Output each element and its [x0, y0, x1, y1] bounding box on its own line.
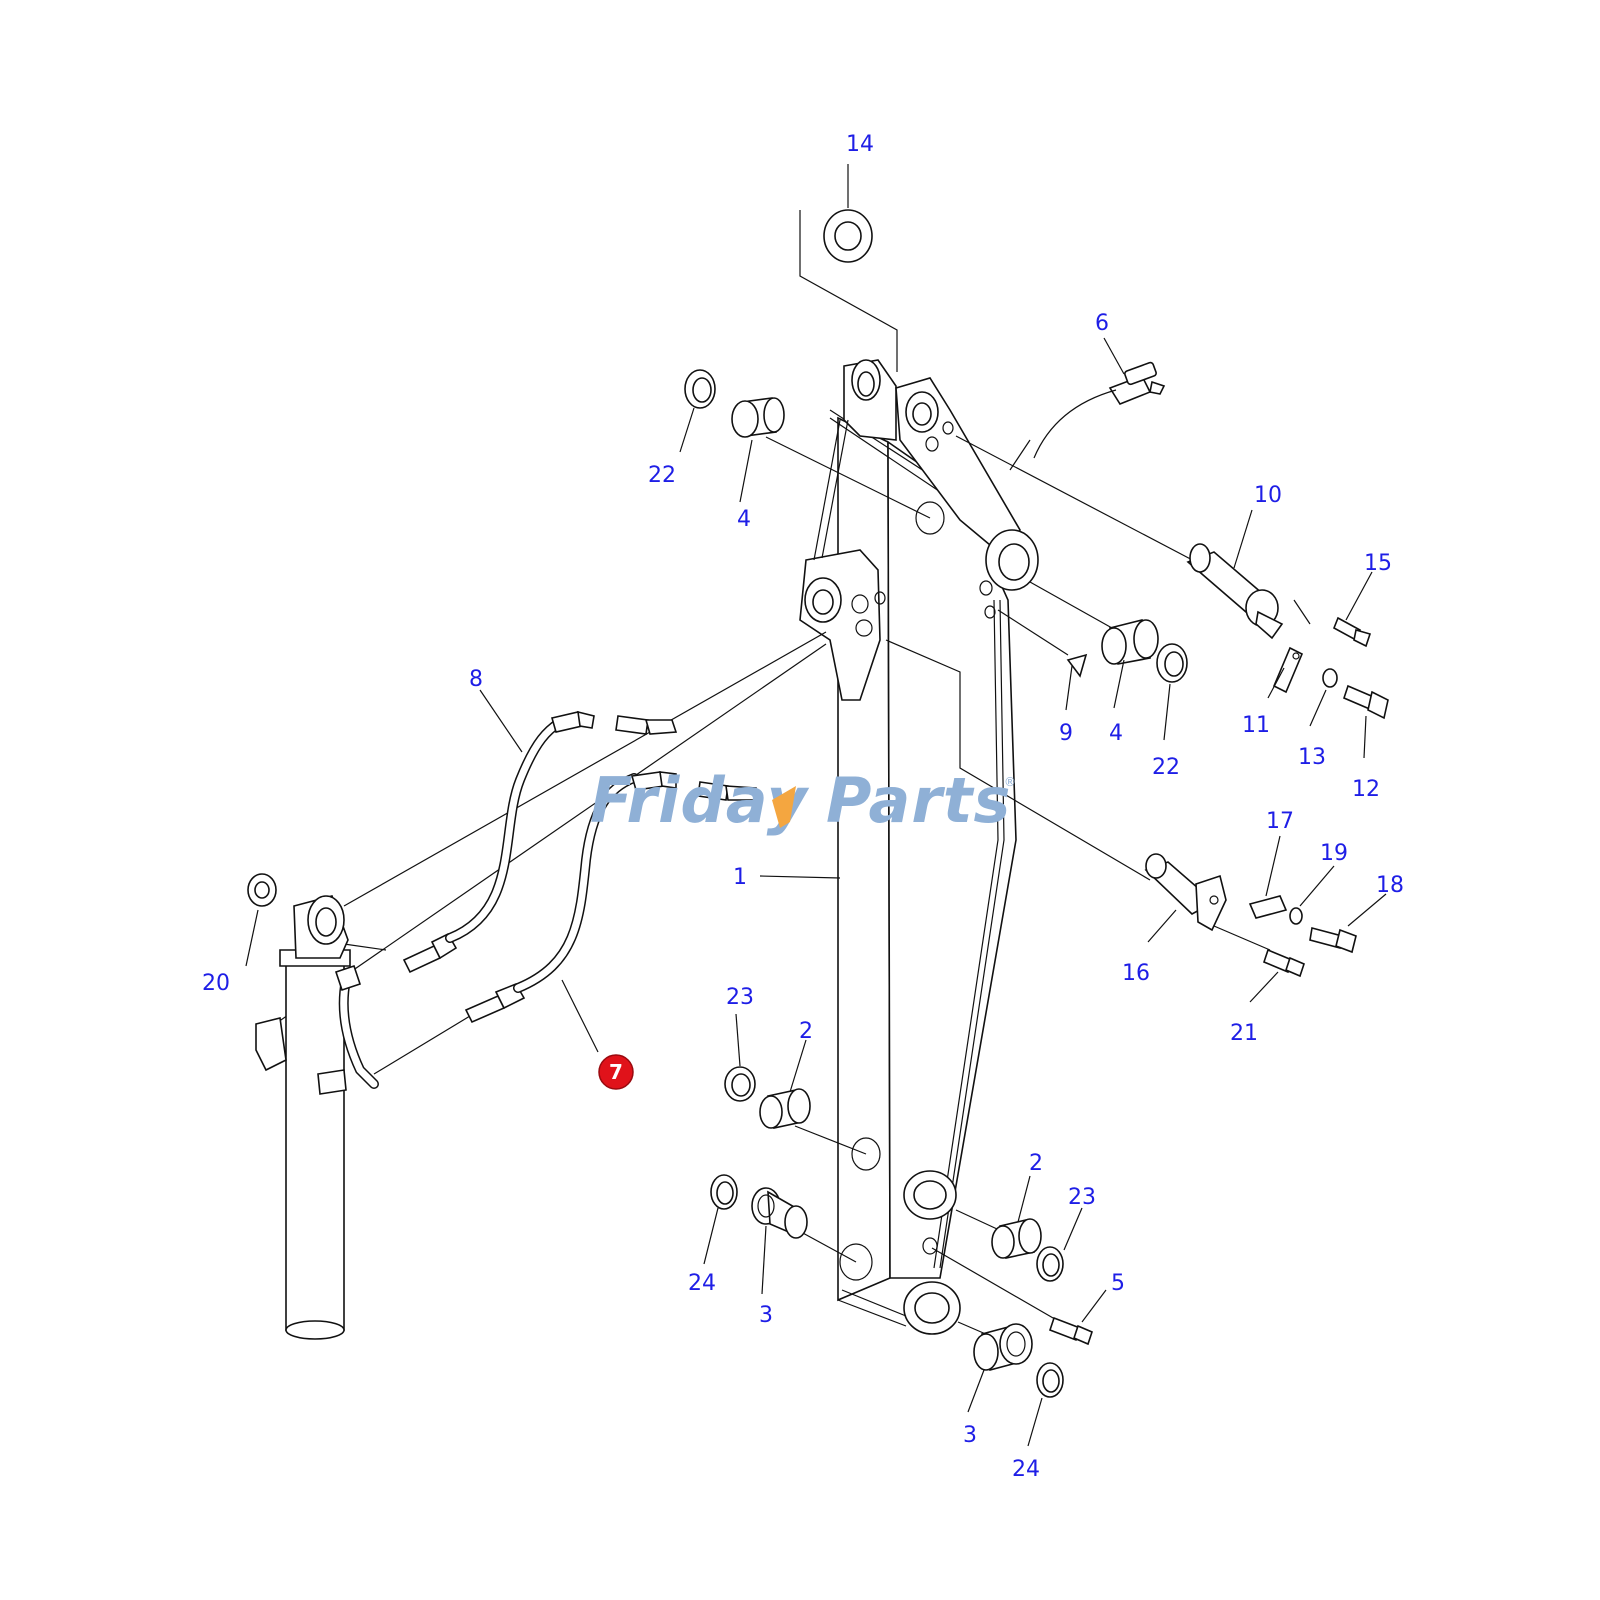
watermark-logo: Friday Parts ®: [590, 764, 1016, 837]
part-pin-10: [1186, 543, 1284, 640]
part-seal-23-right: [1036, 1246, 1064, 1282]
part-bushing-2-left: [759, 1088, 811, 1129]
callout-3-right[interactable]: 3: [963, 1423, 977, 1448]
callout-8[interactable]: 8: [469, 667, 483, 692]
part-grease-9: [1066, 653, 1088, 678]
callout-2-left[interactable]: 2: [799, 1019, 813, 1044]
callout-6[interactable]: 6: [1095, 311, 1109, 336]
part-seal-22-top: [684, 369, 716, 409]
hose-8: [402, 710, 678, 974]
callout-23-right[interactable]: 23: [1068, 1185, 1096, 1210]
part-bushing-2-right: [991, 1218, 1042, 1259]
callout-24-left[interactable]: 24: [688, 1271, 716, 1296]
callout-3-left[interactable]: 3: [759, 1303, 773, 1328]
part-seal-23-left: [724, 1066, 756, 1102]
callout-22-top[interactable]: 22: [648, 463, 676, 488]
callout-12[interactable]: 12: [1352, 777, 1380, 802]
part-seal-22-right: [1156, 643, 1188, 683]
callout-7[interactable]: 7: [609, 1060, 623, 1084]
callout-9[interactable]: 9: [1059, 721, 1073, 746]
part-fitting-6: [1108, 361, 1166, 405]
callouts: 14 6 22 4 10 15 8 9 4 22 11 13 12 1 17 1…: [202, 132, 1404, 1482]
part-bolt-18: [1309, 927, 1357, 954]
watermark-accent-mark: [772, 786, 796, 828]
callout-21[interactable]: 21: [1230, 1021, 1258, 1046]
part-plate-17: [1248, 895, 1288, 919]
highlight-marker: [598, 1054, 634, 1090]
callout-14[interactable]: 14: [846, 132, 874, 157]
part-seal-24-left: [710, 1174, 738, 1210]
callout-13[interactable]: 13: [1298, 745, 1326, 770]
part-washer-19: [1289, 907, 1303, 925]
callout-7-highlight[interactable]: 7: [598, 1054, 634, 1090]
part-shim-14: [823, 209, 873, 263]
callout-16[interactable]: 16: [1122, 961, 1150, 986]
callout-11[interactable]: 11: [1242, 713, 1270, 738]
callout-2-right[interactable]: 2: [1029, 1151, 1043, 1176]
part-plate-11: [1272, 646, 1304, 694]
part-pin-16: [1144, 853, 1227, 932]
part-bolt-12: [1343, 684, 1389, 720]
callout-18[interactable]: 18: [1376, 873, 1404, 898]
callout-19[interactable]: 19: [1320, 841, 1348, 866]
callout-20[interactable]: 20: [202, 971, 230, 996]
callout-5[interactable]: 5: [1111, 1271, 1125, 1296]
callout-1[interactable]: 1: [733, 865, 747, 890]
callout-24-right[interactable]: 24: [1012, 1457, 1040, 1482]
part-bolt-15: [1332, 616, 1372, 648]
part-grease-21: [1263, 948, 1305, 978]
hydraulic-cylinder: [255, 895, 351, 1340]
part-shim-20: [247, 873, 277, 907]
callout-4-top[interactable]: 4: [737, 507, 751, 532]
boom-arm: [799, 359, 1039, 1335]
callout-10[interactable]: 10: [1254, 483, 1282, 508]
watermark-text-part2: Parts: [826, 764, 1011, 837]
cylinder-pipe: [334, 964, 379, 1089]
part-bushing-3-left: [751, 1187, 808, 1239]
part-bushing-4-top: [731, 397, 785, 438]
part-bushing-3-right: [973, 1323, 1033, 1371]
callout-4-right[interactable]: 4: [1109, 721, 1123, 746]
part-bushing-4-right: [1101, 619, 1159, 665]
watermark-reg-mark: ®: [1004, 775, 1016, 789]
callout-23-left[interactable]: 23: [726, 985, 754, 1010]
part-seal-24-right: [1036, 1362, 1064, 1398]
callout-15[interactable]: 15: [1364, 551, 1392, 576]
hose-7: [464, 771, 759, 1024]
part-grease-5: [1048, 1316, 1093, 1346]
leader-lines: [245, 164, 1387, 1447]
callout-17[interactable]: 17: [1266, 809, 1294, 834]
part-washer-13: [1322, 668, 1338, 688]
callout-22-right[interactable]: 22: [1152, 755, 1180, 780]
